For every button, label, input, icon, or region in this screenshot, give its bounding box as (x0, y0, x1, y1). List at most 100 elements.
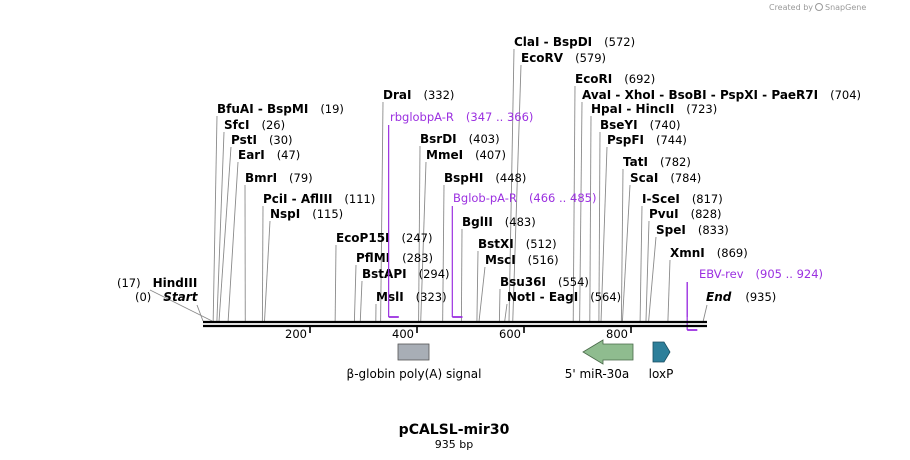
enzyme-name: BfuAI (217, 102, 254, 116)
site-position: (323) (416, 290, 447, 304)
site-bsrdi-line (418, 145, 421, 322)
loxp-label: loxP (649, 367, 674, 381)
site-separator: - (622, 102, 635, 116)
site-lines (149, 48, 708, 322)
site-bsu36i-label[interactable]: Bsu36I(554) (500, 275, 589, 289)
snapgene-logo-icon (815, 3, 823, 11)
site-pvui-label[interactable]: PvuI(828) (649, 207, 722, 221)
site-i-scei-label[interactable]: I-SceI(817) (642, 192, 723, 206)
site-position: (111) (344, 192, 375, 206)
site-sfci-line (216, 131, 225, 322)
primers: rbglobpA-R(347 .. 366)Bglob-pA-R(466 .. … (388, 110, 823, 331)
site-spei-line (648, 236, 657, 322)
start-label: (0) Start (135, 290, 199, 304)
start-name: Start (163, 290, 198, 304)
site-position: (579) (575, 51, 606, 65)
site-separator: - (536, 290, 549, 304)
site-position: (448) (495, 171, 526, 185)
plasmid-name: pCALSL-mir30 (399, 422, 510, 438)
site-position: (512) (526, 237, 557, 251)
site-position: (740) (650, 118, 681, 132)
site-scai-line (621, 184, 631, 322)
site-position: (782) (660, 155, 691, 169)
site-pflmi-label[interactable]: PflMI(283) (356, 251, 433, 265)
site-msci-label[interactable]: MscI(516) (485, 253, 559, 267)
site-position: (483) (505, 215, 536, 229)
enzyme-name: MscI (485, 253, 516, 267)
primer-rbglobpa-r[interactable]: rbglobpA-R(347 .. 366) (388, 110, 534, 318)
site-nspi-label[interactable]: NspI(115) (270, 207, 343, 221)
start-position: (0) (135, 290, 151, 304)
site-i-scei-line (639, 205, 643, 322)
primer-ebv-rev-label: EBV-rev(905 .. 924) (699, 267, 823, 281)
site-labels: (17) HindIII BfuAI - BspMI(19) SfcI(26)PstI… (117, 35, 861, 304)
enzyme-name: ScaI (630, 171, 658, 185)
site-drai-label[interactable]: DraI(332) (383, 88, 454, 102)
site-ecorv-label[interactable]: EcoRV(579) (521, 51, 606, 65)
site-separator: - (655, 88, 668, 102)
site-bfuai-label[interactable]: BfuAI - BspMI(19) (217, 102, 344, 116)
site-position: (572) (604, 35, 635, 49)
site-position: (744) (656, 133, 687, 147)
site-pspfi-label[interactable]: PspFI(744) (607, 133, 687, 147)
site-bsrdi-label[interactable]: BsrDI(403) (420, 132, 500, 146)
site-position: (294) (419, 267, 450, 281)
site-avai-label[interactable]: AvaI - XhoI - BsoBI - PspXI - PaeR7I(704… (582, 88, 861, 102)
site-noti-label[interactable]: NotI - EagI(564) (507, 290, 621, 304)
enzyme-name: BspDI (553, 35, 592, 49)
site-mmei-label[interactable]: MmeI(407) (426, 148, 506, 162)
site-bstapi-label[interactable]: BstAPI(294) (362, 267, 450, 281)
site-spei-label[interactable]: SpeI(833) (656, 223, 729, 237)
site-position: (30) (269, 133, 293, 147)
enzyme-name: AflIII (301, 192, 333, 206)
enzyme-name: HindIII (153, 276, 198, 290)
beta-globin-polya-box (397, 343, 430, 361)
feature-loxp[interactable]: loxP (649, 341, 674, 381)
site-nspi-line (264, 220, 271, 322)
end-name: End (706, 290, 732, 304)
feature-beta-globin-polya[interactable]: β-globin poly(A) signal (347, 343, 482, 381)
site-clai-label[interactable]: ClaI - BspDI(572) (514, 35, 635, 49)
site-ecop15i-label[interactable]: EcoP15I(247) (336, 231, 432, 245)
site-bglii-line (460, 228, 463, 322)
primer-range: (905 .. 924) (756, 267, 824, 281)
site-pcii-label[interactable]: PciI - AflIII(111) (263, 192, 375, 206)
primer-bglob-pa-r[interactable]: Bglob-pA-R(466 .. 485) (451, 191, 596, 318)
beta-globin-polya-label: β-globin poly(A) signal (347, 367, 482, 381)
enzyme-name: BspMI (267, 102, 308, 116)
site-bsphi-label[interactable]: BspHI(448) (444, 171, 526, 185)
feature-mir30a[interactable]: 5' miR-30a (565, 339, 634, 381)
site-xmni-line (667, 259, 671, 322)
site-drai-line (380, 101, 384, 322)
site-bseyi-label[interactable]: BseYI (740) (600, 118, 681, 132)
site-bglii-label[interactable]: BglII(483) (462, 215, 536, 229)
site-tati-line (620, 168, 624, 322)
sequence-backbone (203, 320, 707, 328)
site-msli-label[interactable]: MslI(323) (376, 290, 447, 304)
plasmid-length: 935 bp (435, 438, 473, 451)
site-tati-label[interactable]: TatI(782) (623, 155, 691, 169)
site-position: (828) (691, 207, 722, 221)
site-position: (564) (590, 290, 621, 304)
site-hpai-label[interactable]: HpaI - HincII(723) (591, 102, 717, 116)
enzyme-name: BseYI (600, 118, 638, 132)
enzyme-name: EcoRI (575, 72, 612, 86)
site-position: (26) (261, 118, 285, 132)
tick-label-400: 400 (392, 327, 414, 341)
site-position: (17) (117, 276, 141, 290)
site-bstxi-label[interactable]: BstXI(512) (478, 237, 557, 251)
site-hindiii-label[interactable]: (17) HindIII (117, 276, 197, 290)
site-sfci-label[interactable]: SfcI(26) (224, 118, 285, 132)
enzyme-name: PciI (263, 192, 288, 206)
site-psti-label[interactable]: PstI (30) (231, 133, 293, 147)
site-bmri-label[interactable]: BmrI(79) (245, 171, 313, 185)
enzyme-name: PspXI (720, 88, 758, 102)
site-eari-label[interactable]: EarI(47) (238, 148, 300, 162)
enzyme-name: PstI (231, 133, 257, 147)
site-scai-label[interactable]: ScaI(784) (630, 171, 701, 185)
site-position: (817) (692, 192, 723, 206)
site-xmni-label[interactable]: XmnI(869) (670, 246, 748, 260)
site-bstapi-line (359, 280, 363, 322)
site-ecori-label[interactable]: EcoRI(692) (575, 72, 655, 86)
